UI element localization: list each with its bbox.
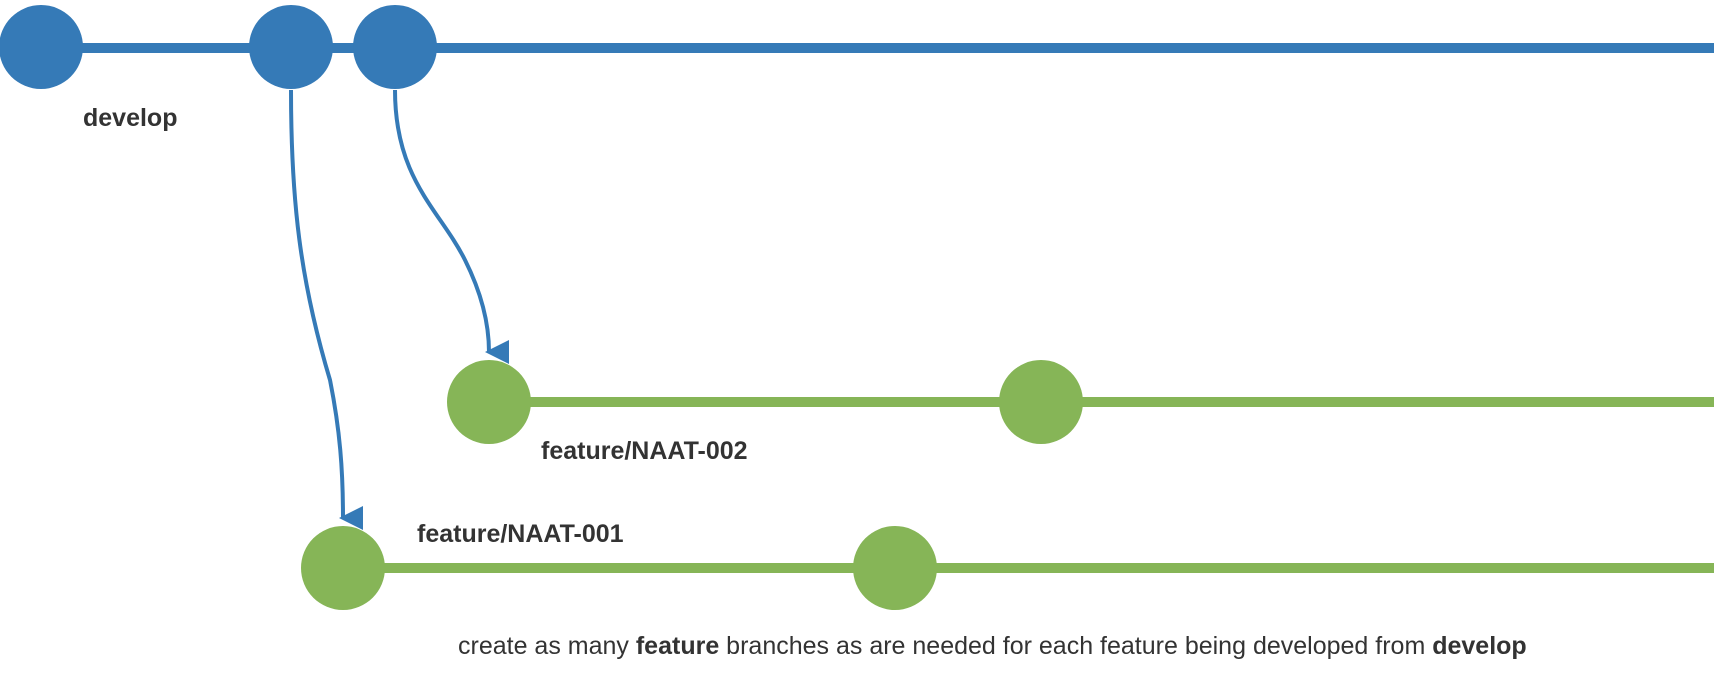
develop-branch-label: develop	[83, 104, 177, 132]
caption-bold-develop: develop	[1432, 632, 1527, 660]
feature-naat-001-branch-label: feature/NAAT-001	[417, 520, 624, 548]
feature-naat-002-commit-node	[447, 360, 531, 444]
develop-commit-node	[353, 5, 437, 89]
branch-arrow-to-naat-002	[393, 89, 510, 364]
caption-bold-feature: feature	[635, 632, 720, 660]
feature-naat-002-branch-label: feature/NAAT-002	[541, 437, 748, 465]
caption-text: branches as are needed for each feature …	[719, 632, 1433, 660]
feature-naat-001-commit-node	[853, 526, 937, 610]
caption-text: create as many	[458, 632, 636, 660]
diagram-caption: create as many feature branches as are n…	[458, 630, 1527, 662]
develop-commit-node	[249, 5, 333, 89]
feature-naat-002-commit-node	[999, 360, 1083, 444]
branch-arrow-to-naat-001	[289, 89, 364, 530]
develop-commit-node	[0, 5, 83, 89]
feature-naat-001-commit-node	[301, 526, 385, 610]
